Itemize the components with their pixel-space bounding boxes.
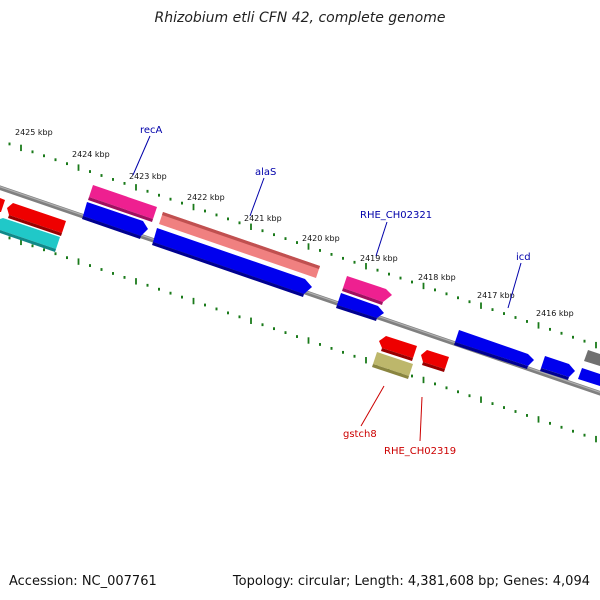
gene-label-icd: icd bbox=[516, 252, 531, 263]
gene-cyan-shade bbox=[0, 230, 56, 252]
kbp-label: 2421 kbp bbox=[244, 214, 282, 223]
kbp-label-group: 2425 kbp 2424 kbp 2423 kbp 2422 kbp 2421 kbp… bbox=[15, 128, 574, 318]
leader-rhe-ch02321 bbox=[375, 221, 388, 257]
kbp-label: 2423 kbp bbox=[129, 172, 167, 181]
kbp-label: 2425 kbp bbox=[15, 128, 53, 137]
kbp-label: 2419 kbp bbox=[360, 254, 398, 263]
genome-summary-text: Topology: circular; Length: 4,381,608 bp… bbox=[232, 574, 590, 589]
gene-gstch8-shade bbox=[372, 364, 409, 379]
gene-label-alas: alaS bbox=[255, 167, 276, 178]
gene-blue-2[interactable] bbox=[153, 228, 312, 294]
tick-track-upper bbox=[8, 142, 597, 349]
gene-blue-3[interactable] bbox=[337, 293, 384, 318]
gene-red-left-2[interactable] bbox=[7, 203, 66, 233]
leader-alas bbox=[249, 177, 265, 217]
kbp-label: 2416 kbp bbox=[536, 309, 574, 318]
gene-rhe-ch02319[interactable] bbox=[421, 350, 449, 369]
gene-rhe-ch02319-shade bbox=[422, 362, 445, 372]
accession-text: Accession: NC_007761 bbox=[9, 574, 157, 589]
gene-alas[interactable] bbox=[159, 212, 320, 278]
gene-red-left-1[interactable] bbox=[0, 198, 5, 212]
gene-blue-6[interactable] bbox=[578, 368, 600, 386]
forward-strand-genes bbox=[0, 185, 392, 305]
gene-reca-shade bbox=[88, 197, 153, 222]
gene-rhe-ch02321[interactable] bbox=[343, 276, 392, 302]
leader-rhe-ch02319 bbox=[419, 396, 423, 442]
gene-blue-5-shade bbox=[540, 368, 569, 380]
gene-alas-shade bbox=[162, 212, 320, 269]
tick-track-lower bbox=[8, 236, 597, 443]
gene-blue-5[interactable] bbox=[541, 356, 575, 377]
kbp-label: 2422 kbp bbox=[187, 193, 225, 202]
kbp-label: 2417 kbp bbox=[477, 291, 515, 300]
reverse-strand-genes bbox=[0, 202, 600, 386]
leader-reca bbox=[132, 135, 151, 176]
gene-rhe-ch02321-shade bbox=[342, 288, 383, 305]
gene-icd-shade bbox=[454, 342, 528, 369]
map-title: Rhizobium etli CFN 42, complete genome bbox=[154, 10, 446, 26]
kbp-label: 2424 kbp bbox=[72, 150, 110, 159]
gene-blue-1-shade bbox=[82, 216, 141, 239]
gene-red-3-shade bbox=[381, 348, 413, 361]
gene-gray[interactable] bbox=[584, 350, 600, 366]
gene-gstch8[interactable] bbox=[373, 352, 413, 376]
gene-label-gstch8: gstch8 bbox=[343, 429, 377, 440]
gene-label-reca: recA bbox=[140, 125, 163, 136]
kbp-label: 2420 kbp bbox=[302, 234, 340, 243]
gene-blue-1[interactable] bbox=[83, 202, 148, 236]
kbp-label: 2418 kbp bbox=[418, 273, 456, 282]
label-leaders bbox=[132, 135, 522, 442]
gene-cyan[interactable] bbox=[0, 218, 60, 249]
gene-label-group: recA alaS RHE_CH02321 icd gstch8 RHE_CH0… bbox=[140, 125, 531, 457]
gene-red-3[interactable] bbox=[379, 336, 417, 358]
gene-blue-3-shade bbox=[336, 305, 377, 321]
gene-red-left-2-shade bbox=[8, 215, 62, 236]
gene-reca[interactable] bbox=[89, 185, 157, 219]
gene-icd[interactable] bbox=[455, 330, 534, 366]
gene-label-rhe-ch02321: RHE_CH02321 bbox=[360, 210, 432, 221]
gene-blue-2-shade bbox=[152, 242, 304, 297]
gene-label-rhe-ch02319: RHE_CH02319 bbox=[384, 446, 456, 457]
leader-icd bbox=[507, 262, 522, 309]
leader-gstch8 bbox=[360, 385, 385, 427]
